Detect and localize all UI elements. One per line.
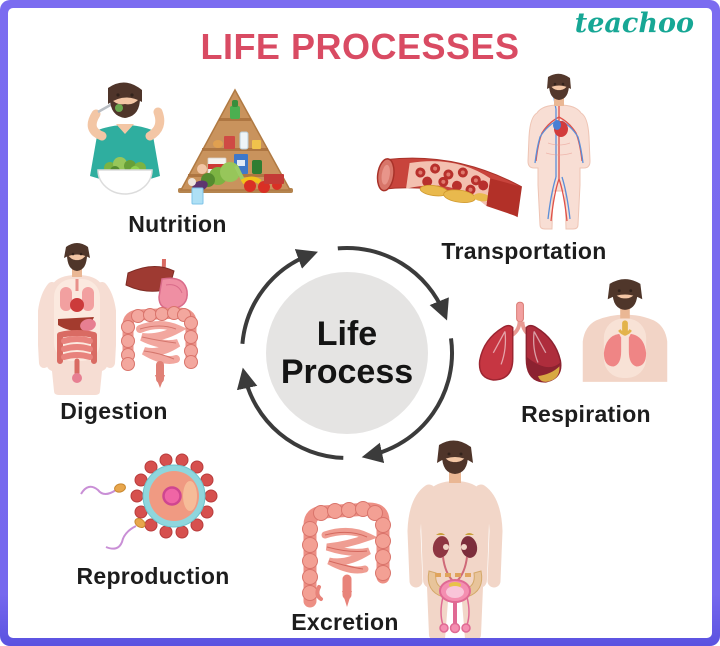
sperm-icon <box>80 483 146 550</box>
reproduction-group: Reproduction <box>62 442 244 590</box>
digestion-label: Digestion <box>60 398 168 424</box>
page-title: LIFE PROCESSES <box>200 26 520 67</box>
reproduction-label: Reproduction <box>76 563 230 589</box>
respiration-group: Respiration <box>462 262 710 428</box>
infographic-canvas: LIFE PROCESSES teachoo Life Process <box>8 8 712 638</box>
egg-and-sperm-icon <box>80 453 218 550</box>
center-label-line2: Process <box>280 353 414 391</box>
circulatory-body-icon <box>527 73 591 230</box>
lungs-icon <box>478 301 562 383</box>
respiration-label: Respiration <box>521 401 651 427</box>
egg-corona-icon <box>130 453 218 539</box>
center-label-line1: Life <box>316 314 378 353</box>
nutrition-label: Nutrition <box>128 211 227 237</box>
eating-man-icon <box>87 82 165 195</box>
excretion-body-icon <box>407 440 503 638</box>
large-intestine-icon <box>302 501 391 608</box>
life-process-cycle-icon <box>236 246 454 464</box>
excretion-label: Excretion <box>291 609 399 635</box>
excretion-group: Excretion <box>285 425 513 638</box>
respiration-body-icon <box>582 279 668 382</box>
digestion-group: Digestion <box>28 235 200 425</box>
center-label: Life Process <box>222 228 472 478</box>
transportation-group: Transportation <box>372 65 676 265</box>
center-circle <box>266 272 428 434</box>
food-pyramid-icon <box>178 88 293 205</box>
transportation-label: Transportation <box>441 238 607 264</box>
digestive-system-icon <box>121 258 198 388</box>
digestion-body-icon <box>38 243 116 395</box>
blood-vessel-icon <box>376 157 522 218</box>
brand-logo: teachoo <box>574 8 694 39</box>
nutrition-group: Nutrition <box>60 70 295 238</box>
cycle-arrows-icon <box>236 246 454 464</box>
